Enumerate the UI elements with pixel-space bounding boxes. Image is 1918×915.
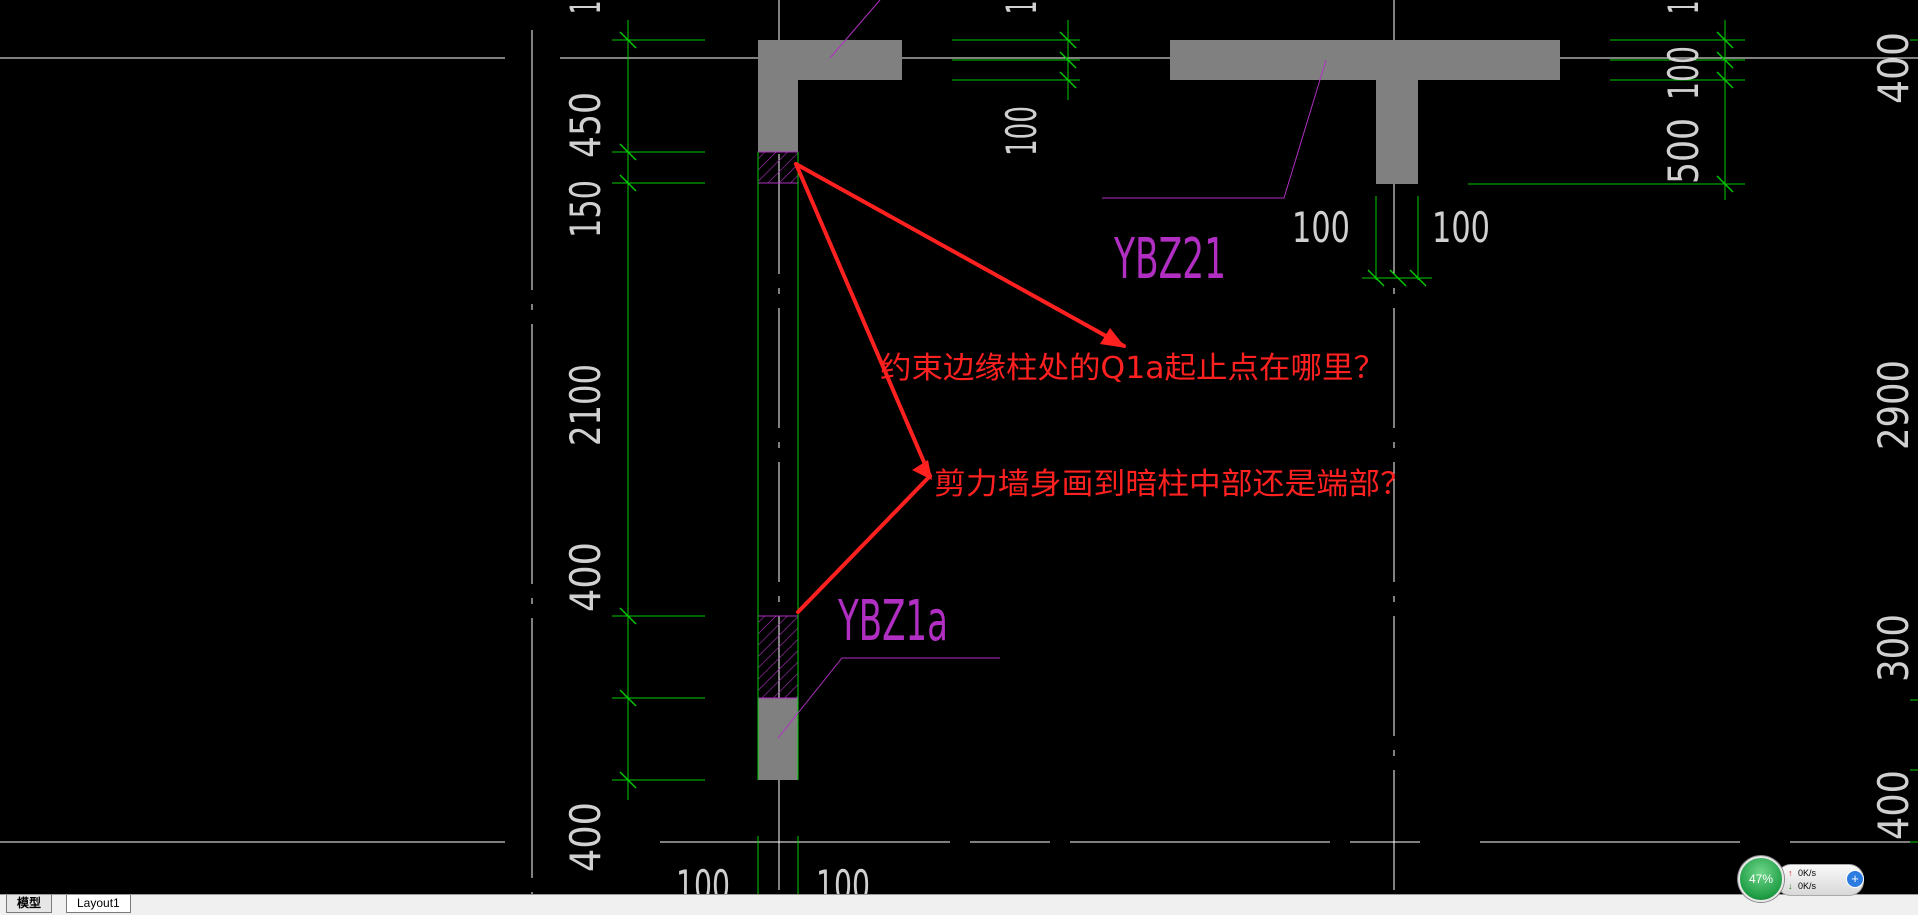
dim-text: 100	[1432, 203, 1490, 252]
tab-model[interactable]: 模型	[6, 895, 53, 913]
tab-layout1[interactable]: Layout1	[66, 895, 131, 913]
dim-text: 150	[561, 180, 610, 238]
dim-text: 400	[1869, 770, 1918, 840]
dim-text: 400	[1869, 32, 1918, 104]
cad-drawing-canvas[interactable]: YBZ21 YBZ1a 450 150 2100 400 400 100 100…	[0, 0, 1918, 896]
dim-text: 2900	[1869, 360, 1918, 450]
layout-tab-bar: 模型 Layout1	[0, 894, 1918, 915]
dim-text: 100	[1659, 46, 1708, 100]
download-arrow-icon: ↓	[1788, 881, 1793, 891]
column-label-ybz1a: YBZ1a	[837, 589, 948, 654]
axis-lines	[0, 0, 1918, 896]
dim-text: 100	[816, 861, 870, 896]
annotation-question-2: 剪力墙身画到暗柱中部还是端部？	[934, 467, 1412, 502]
annotation-question-1: 约束边缘柱处的Q1a起止点在哪里？	[880, 351, 1385, 386]
network-monitor-widget[interactable]: 47% ↑ 0K/s ↓ 0K/s +	[1736, 854, 1866, 902]
dim-text: 450	[561, 92, 610, 158]
dim-text: 300	[1869, 614, 1918, 682]
dim-text: 100	[561, 0, 610, 14]
wall-body-lines	[757, 152, 1419, 896]
dim-text: 500	[1659, 118, 1708, 184]
annotation-arrows	[794, 162, 1126, 614]
cpu-usage-gauge[interactable]: 47%	[1738, 856, 1784, 902]
dim-text: 100	[1659, 0, 1708, 14]
dim-text: 100	[997, 106, 1046, 156]
dim-text: 2100	[561, 364, 610, 446]
dim-text: 100	[676, 861, 730, 896]
download-speed: 0K/s	[1798, 881, 1817, 891]
dim-text: 400	[561, 542, 610, 612]
leader-lines	[777, 0, 1327, 739]
hatched-columns	[757, 151, 799, 699]
upload-speed: 0K/s	[1798, 868, 1817, 878]
dim-text: 400	[561, 802, 610, 872]
dim-text: 100	[997, 0, 1046, 14]
column-label-ybz21: YBZ21	[1113, 227, 1226, 292]
arrowheads	[912, 328, 1126, 480]
dimension-lines	[612, 20, 1918, 843]
plus-icon[interactable]: +	[1846, 870, 1864, 888]
dimension-texts: 450 150 2100 400 400 100 100 100 100 100…	[561, 0, 1918, 896]
wall-sections	[758, 40, 1560, 780]
upload-arrow-icon: ↑	[1788, 868, 1793, 878]
dim-text: 100	[1292, 203, 1350, 252]
